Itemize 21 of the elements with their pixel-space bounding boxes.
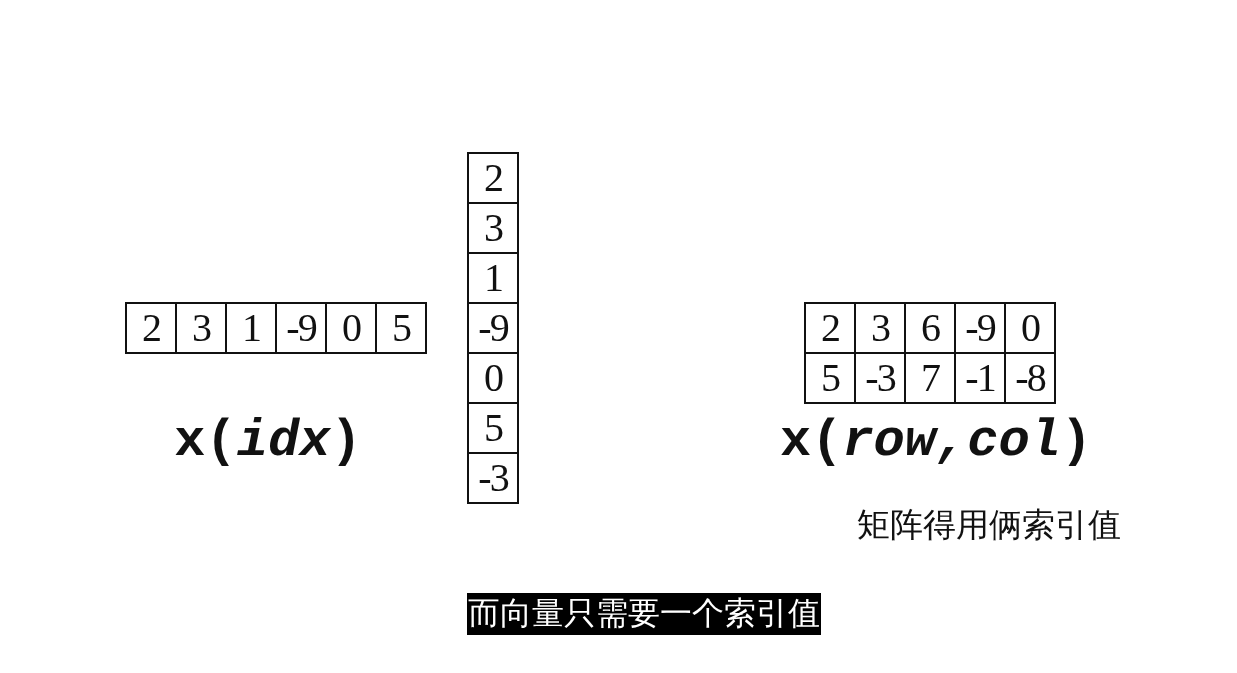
subtitle-caption: 而向量只需要一个索引值 [467, 593, 821, 635]
array-cell: 3 [175, 302, 227, 354]
array-cell: 1 [467, 252, 519, 304]
index-notation: x(row,col) [779, 416, 1093, 468]
array-cell: 5 [375, 302, 427, 354]
array-cell: 5 [804, 352, 856, 404]
array-cell: -3 [467, 452, 519, 504]
array-cell: 2 [804, 302, 856, 354]
array-cell: -9 [275, 302, 327, 354]
array-cell: -9 [467, 302, 519, 354]
index-notation: x(idx) [174, 416, 362, 468]
array-cell: 0 [325, 302, 377, 354]
array-cell: 0 [467, 352, 519, 404]
annotation-text: 矩阵得用俩索引值 [857, 505, 1121, 545]
array-cell: 3 [467, 202, 519, 254]
array-cell: 0 [1004, 302, 1056, 354]
array-cell: 5 [467, 402, 519, 454]
array-cell: 2 [467, 152, 519, 204]
array-cell: 1 [225, 302, 277, 354]
array-cell: 2 [125, 302, 177, 354]
array-cell: -8 [1004, 352, 1056, 404]
